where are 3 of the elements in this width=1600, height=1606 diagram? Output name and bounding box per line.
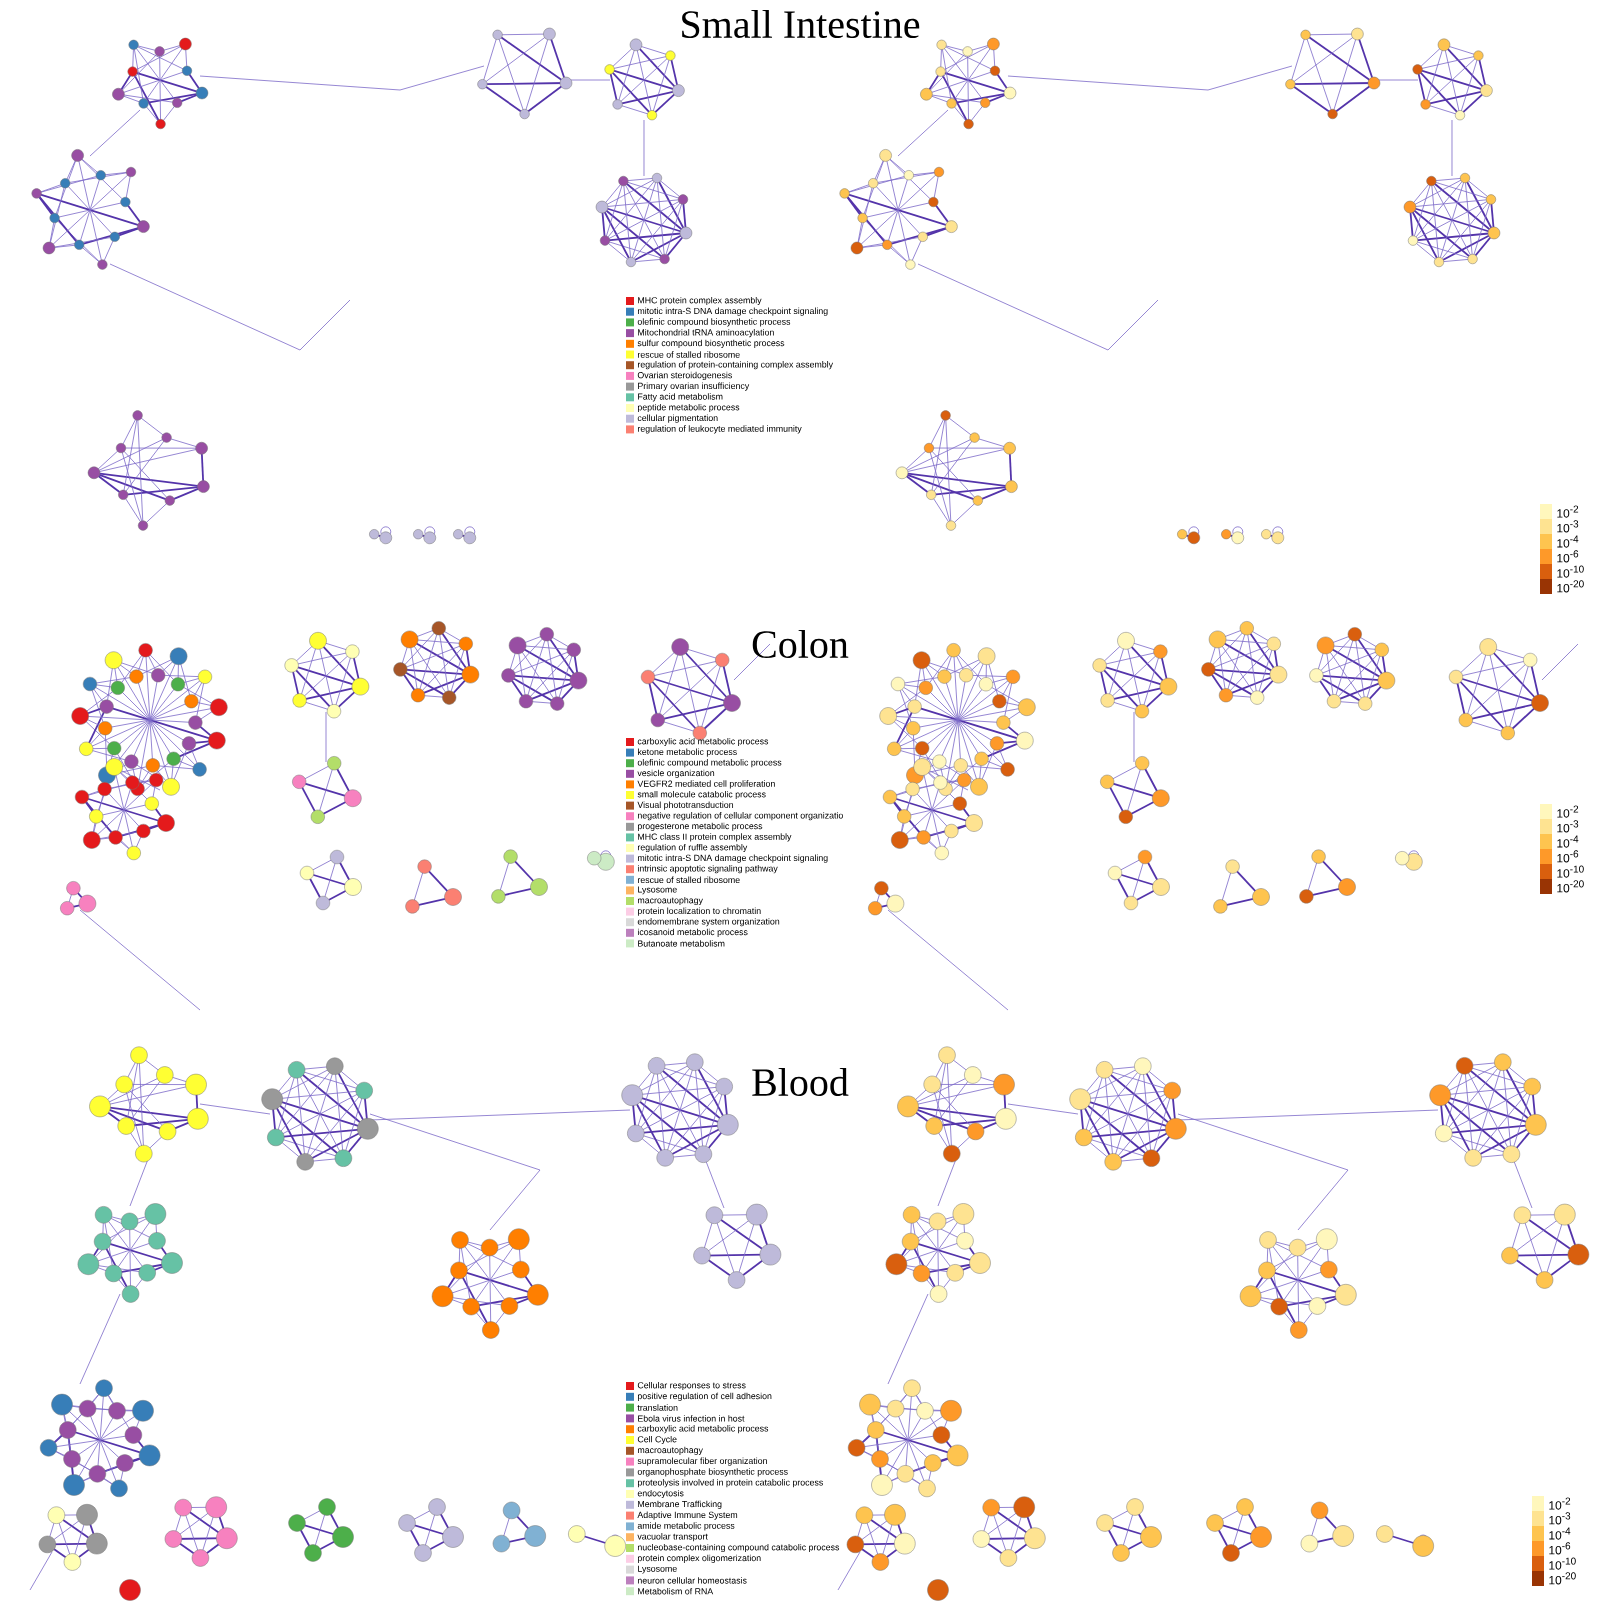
panel-title: Colon	[752, 629, 849, 659]
panel-title: Blood	[752, 1067, 849, 1097]
panel-title: Small Intestine	[682, 9, 920, 39]
